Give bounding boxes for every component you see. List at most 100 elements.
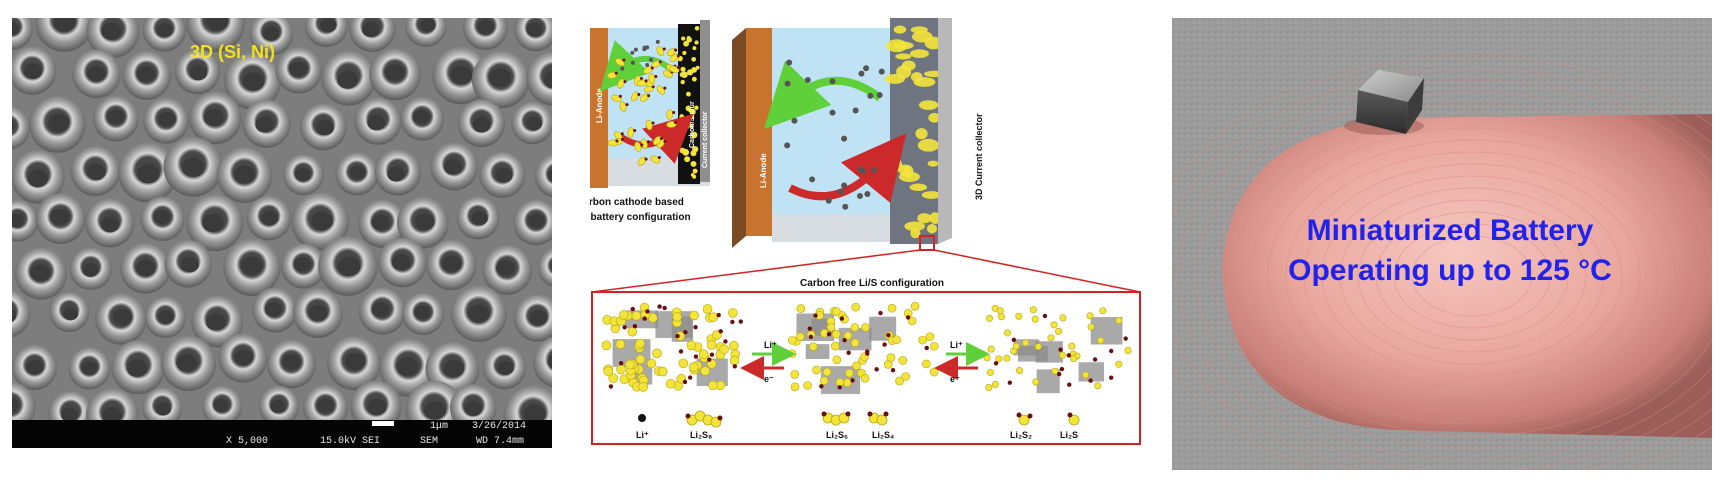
sem-ring-hole	[86, 164, 106, 181]
sem-date: 3/26/2014	[472, 420, 526, 432]
sem-ring	[405, 18, 447, 47]
sem-ring-hole	[240, 256, 263, 275]
sulfur-sphere	[1087, 323, 1095, 331]
sulfur-sphere	[907, 316, 917, 326]
lithium-atom	[846, 350, 851, 355]
ridge-line	[1213, 103, 1712, 449]
lithium-atom	[842, 338, 847, 343]
sulfur-sphere	[728, 308, 738, 318]
sem-ring-hole	[156, 23, 173, 37]
right-anode	[746, 28, 772, 236]
left-caption-2: Li/S battery configuration	[590, 212, 691, 223]
sem-ring-hole	[371, 214, 390, 231]
sem-ring-hole	[61, 408, 79, 423]
sulfur-dot	[680, 66, 686, 72]
sulfur-sphere	[708, 312, 719, 322]
sulfur-sphere	[996, 307, 1004, 315]
lithium-atom	[608, 384, 614, 389]
lithium-atom	[622, 325, 627, 330]
sulfur-sphere	[1051, 367, 1059, 375]
polysulfide-molecule	[666, 121, 677, 128]
sem-ring-hole	[50, 208, 70, 225]
sulfur-sphere	[619, 310, 629, 320]
battery-cube-top	[1358, 70, 1424, 102]
zoom-line-left	[591, 249, 921, 293]
lithium-atom	[640, 143, 644, 147]
sem-scalebar-length: 1μm	[430, 421, 448, 432]
sulfur-sphere	[803, 381, 812, 390]
sem-ring-hole	[311, 211, 333, 231]
sulfur-dot	[682, 50, 687, 55]
lithium-atom	[654, 75, 658, 79]
sulfur-sphere	[1097, 336, 1105, 344]
lithium-atom	[807, 326, 813, 331]
inset-reaction-panel: Li⁺ e⁻ Li⁺ e⁻ Li⁺ Li₂S₈	[591, 291, 1141, 445]
sem-ring-hole	[423, 401, 446, 420]
inset-scaffold	[1035, 341, 1063, 363]
zoom-marker	[919, 235, 935, 251]
sem-ring-hole	[242, 72, 265, 91]
sem-ring-hole	[289, 61, 308, 77]
li-ion	[784, 80, 791, 87]
polysulfide-molecule	[645, 119, 653, 131]
li-ion	[841, 182, 848, 189]
ridge-line	[1339, 187, 1605, 365]
sulfur-sphere	[1015, 312, 1023, 320]
inset-arrow-2-top: Li⁺	[950, 340, 963, 350]
sem-ring-hole	[62, 307, 79, 321]
photo-caption-2: Operating up to 125 °C	[1288, 254, 1612, 287]
sulfur-sphere	[1032, 378, 1040, 386]
sulfur-sphere	[796, 332, 805, 341]
sem-ring-hole	[136, 66, 156, 83]
right-anode-side	[732, 28, 746, 248]
sulfur-sphere	[719, 344, 729, 355]
lithium-atom	[623, 80, 627, 84]
sem-ring-hole	[12, 397, 19, 413]
sulfur-sphere	[983, 354, 991, 362]
sulfur-sphere	[665, 378, 676, 389]
lithium-atom	[738, 319, 744, 324]
lithium-atom	[642, 316, 647, 321]
li-ion	[825, 197, 832, 204]
sem-ring-hole	[126, 359, 148, 377]
lithium-atom	[644, 157, 648, 161]
sem-ring-hole	[202, 213, 224, 233]
sem-ring-hole	[47, 113, 70, 133]
sem-ring-hole	[529, 310, 548, 326]
sem-working-distance: WD 7.4mm	[476, 436, 524, 447]
fingertip	[1222, 114, 1712, 438]
lithium-atom	[658, 60, 662, 64]
sulfur-blob	[917, 213, 932, 224]
sem-ring-hole	[443, 159, 463, 175]
sem-ring	[304, 18, 349, 48]
sulfur-dot	[692, 46, 697, 51]
lithium-atom	[716, 312, 721, 318]
lithium-atom	[924, 345, 929, 351]
polysulfide-molecule	[648, 73, 656, 84]
sem-ring-hole	[234, 349, 254, 366]
li-ion	[863, 65, 870, 72]
polysulfide-molecule	[607, 139, 619, 147]
legend-li2s6-marker	[821, 411, 851, 426]
lithium-atom	[1088, 378, 1093, 383]
li-ion	[630, 50, 635, 55]
photo-image: Miniaturized Battery Operating up to 125…	[1172, 18, 1712, 470]
sulfur-dot	[681, 36, 686, 41]
sulfur-dot	[685, 105, 692, 112]
battery-photo: Miniaturized Battery Operating up to 125…	[1172, 18, 1712, 470]
polysulfide-molecule	[627, 127, 635, 138]
sem-ring-hole	[496, 259, 516, 276]
lithium-atom	[659, 137, 663, 141]
li-ion	[856, 192, 863, 199]
sulfur-sphere	[910, 301, 920, 311]
lithium-atom	[732, 364, 738, 369]
polysulfide-molecule	[653, 136, 662, 146]
lithium-atom	[826, 331, 832, 337]
sulfur-sphere	[1012, 342, 1020, 350]
lithium-atom	[676, 65, 680, 69]
sem-ring-hole	[12, 214, 25, 228]
sem-scalebar	[372, 421, 394, 426]
sulfur-sphere	[809, 342, 818, 351]
sulfur-sphere	[819, 376, 829, 386]
ridge-line	[1267, 139, 1677, 413]
